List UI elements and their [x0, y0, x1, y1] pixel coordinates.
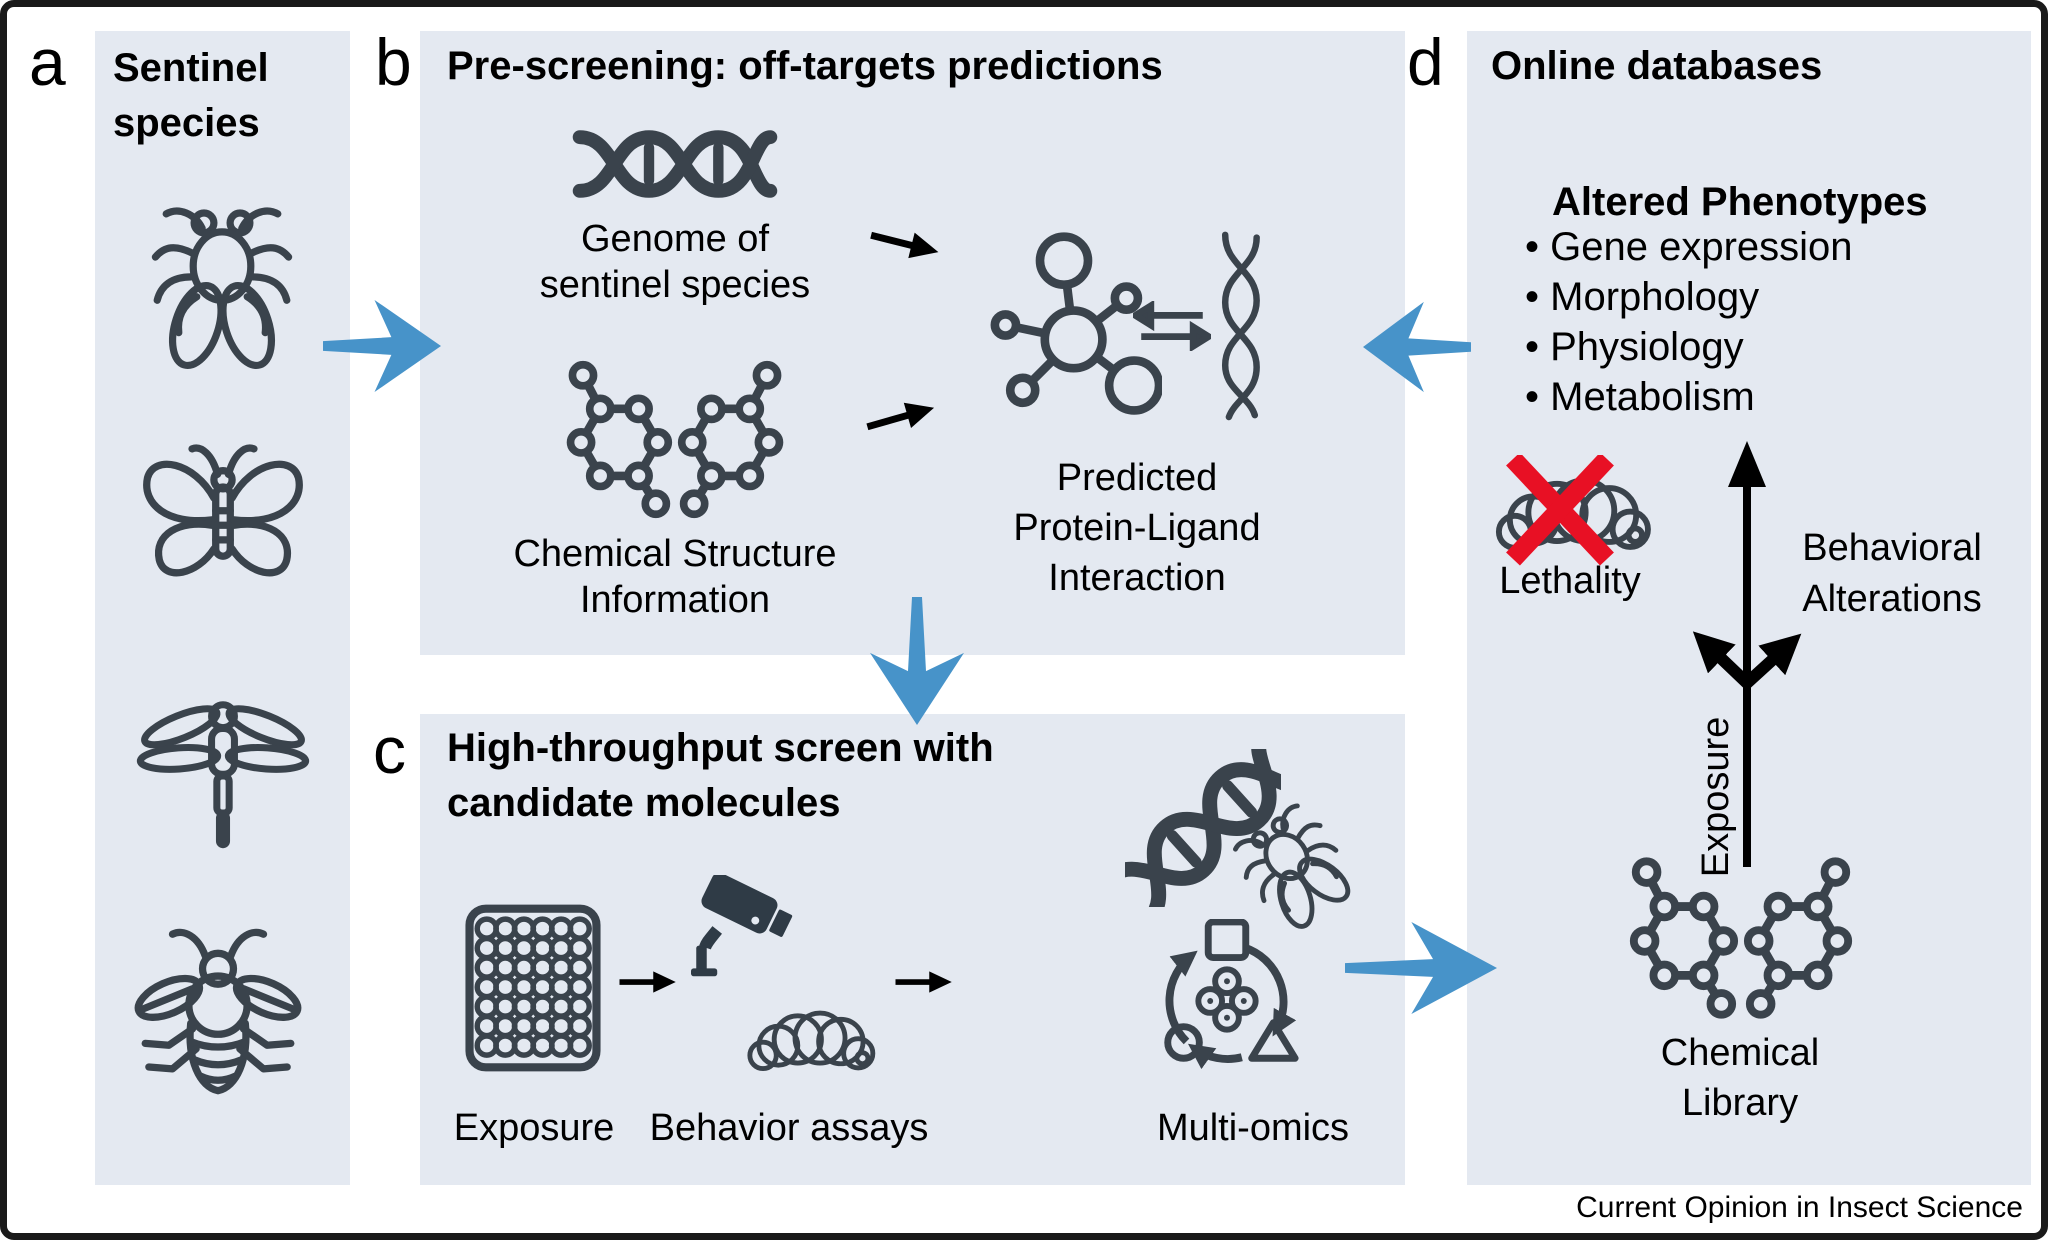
flow-arrow-d-to-b-icon: [1363, 299, 1471, 395]
behavioral-alterations-label: Behavioral Alterations: [1802, 527, 1982, 620]
dna-helix-icon: [565, 125, 785, 203]
panel-prescreening: Pre-screening: off-targets predictions G…: [420, 31, 1405, 655]
dragonfly-icon: [135, 681, 311, 857]
exposure-to-behavior-arrow-icon: [617, 969, 677, 995]
flow-arrow-a-to-b-icon: [323, 297, 441, 395]
bee-icon: [127, 917, 309, 1117]
list-item: Morphology: [1525, 272, 1853, 322]
prediction-label: Predicted Protein-Ligand Interaction: [1013, 457, 1261, 599]
well-plate-icon: [465, 900, 601, 1076]
behavior-assays-label: Behavior assays: [649, 1107, 929, 1149]
journal-footer: Current Opinion in Insect Science: [1576, 1191, 2023, 1224]
chemical-structure-label: Chemical Structure Information: [513, 533, 837, 621]
double-arrow-icon: [1133, 301, 1211, 351]
flow-arrow-c-to-d-icon: [1345, 919, 1497, 1017]
behavior-to-multiomics-arrow-icon: [893, 969, 953, 995]
butterfly-icon: [131, 427, 315, 609]
list-item: Metabolism: [1525, 372, 1853, 422]
panel-online-databases: Online databases Altered Phenotypes Gene…: [1467, 31, 2031, 1185]
chemical-structure-icon: [560, 357, 790, 522]
omics-cycle-icon: [1148, 919, 1306, 1079]
panel-b-title: Pre-screening: off-targets predictions: [447, 44, 1163, 88]
panel-c-title: High-throughput screen with candidate mo…: [447, 726, 994, 825]
dead-larva-icon: [1487, 455, 1659, 567]
list-item: Gene expression: [1525, 222, 1852, 272]
multiomics-label: Multi-omics: [1156, 1107, 1350, 1149]
molecule-icon: [990, 229, 1162, 421]
panel-b-letter: b: [375, 25, 412, 99]
list-item: Physiology: [1525, 322, 1853, 372]
fly-icon: [132, 189, 312, 381]
panel-high-throughput: High-throughput screen with candidate mo…: [420, 714, 1405, 1185]
cctv-camera-icon: [691, 875, 809, 977]
panel-a-title: Sentinel species: [113, 46, 269, 145]
genome-label: Genome of sentinel species: [539, 218, 811, 306]
phenotypes-list: Gene expression Morphology Physiology Me…: [1525, 222, 1853, 422]
panel-sentinel-species: Sentinel species: [95, 31, 350, 1185]
panel-c-letter: c: [373, 713, 406, 787]
chemical-library-icon: [1623, 853, 1859, 1023]
lethality-label: Lethality: [1499, 560, 1641, 602]
chemical-to-prediction-arrow-icon: [860, 391, 940, 443]
red-x-icon: [1506, 455, 1614, 566]
dna-strand-icon: [1203, 225, 1277, 425]
panel-d-title: Online databases: [1491, 44, 1823, 88]
panel-a-letter: a: [29, 25, 66, 99]
altered-phenotypes-heading: Altered Phenotypes: [1552, 180, 1928, 224]
exposure-arrow-icon: [1657, 435, 1827, 875]
exposure-label: Exposure: [453, 1107, 615, 1149]
genome-to-prediction-arrow-icon: [864, 219, 944, 269]
panel-d-letter: d: [1407, 25, 1444, 99]
flow-arrow-b-to-c-icon: [867, 597, 967, 725]
larva-icon: [745, 993, 877, 1081]
chemical-library-label: Chemical Library: [1660, 1032, 1820, 1124]
